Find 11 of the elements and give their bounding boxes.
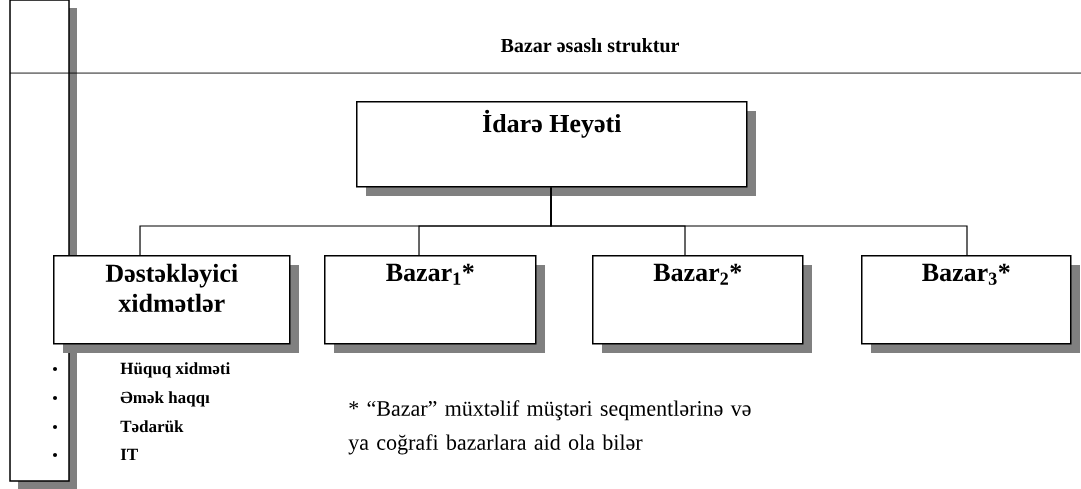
footnote: * “Bazar” müxtəlif müştəri seqmentlərinə və ya coğrafi bazarlara aid ola bilər	[348, 400, 751, 455]
list-item: Əmək haqqı	[120, 391, 210, 407]
box: Bazar$_{1}$*	[324, 255, 545, 353]
box: Bazar$_{3}$*	[861, 255, 1080, 353]
box: Bazar$_{2}$*	[592, 255, 812, 353]
box: Dəstəkləyici xidmətlər	[53, 255, 299, 353]
box: İdarə Heyəti	[356, 101, 756, 196]
connector	[550, 186, 968, 256]
title: Bazar əsaslı struktur	[500, 38, 679, 53]
list-item: IT	[120, 448, 138, 460]
list-item: Tədarük	[120, 420, 184, 433]
